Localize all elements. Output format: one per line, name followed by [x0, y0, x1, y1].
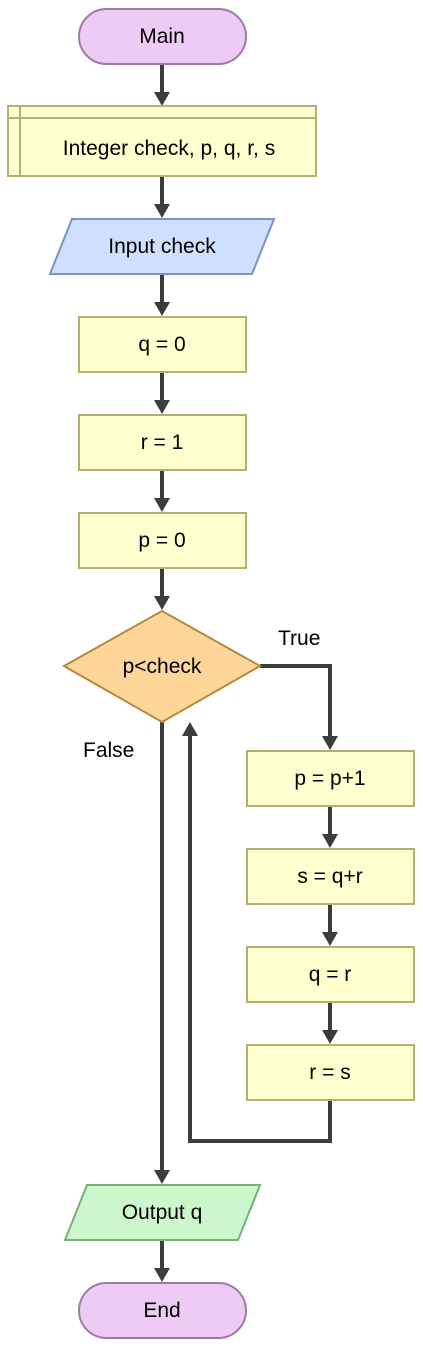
node-decision-label: p<check — [123, 655, 202, 678]
arrowhead — [154, 92, 170, 106]
node-q0: q = 0 — [78, 316, 247, 373]
arrowhead — [322, 932, 338, 946]
edge-label-true: True — [278, 627, 320, 650]
arrowhead — [154, 498, 170, 512]
node-r1: r = 1 — [78, 414, 247, 471]
node-r1-label: r = 1 — [141, 431, 184, 454]
arrowhead — [154, 400, 170, 414]
arrowhead — [154, 204, 170, 218]
node-sum-label: s = q+r — [297, 865, 362, 888]
node-q0-label: q = 0 — [138, 333, 185, 356]
node-end-label: End — [143, 1299, 180, 1322]
edge-loop-back — [188, 732, 332, 1143]
node-output-label: Output q — [122, 1201, 203, 1224]
node-input: Input check — [48, 218, 276, 275]
arrowhead — [154, 1268, 170, 1282]
node-sum: s = q+r — [246, 848, 415, 905]
node-p0-label: p = 0 — [138, 529, 185, 552]
node-input-label: Input check — [108, 235, 216, 258]
node-inc-label: p = p+1 — [294, 767, 365, 790]
node-rs-label: r = s — [309, 1061, 350, 1084]
node-qr-label: q = r — [309, 963, 352, 986]
arrowhead — [154, 1170, 170, 1184]
node-inc: p = p+1 — [246, 750, 415, 807]
edge-true-branch — [260, 664, 332, 740]
node-main-label: Main — [139, 25, 185, 48]
edges — [154, 64, 338, 1282]
node-output: Output q — [63, 1184, 262, 1241]
arrowhead — [322, 736, 338, 750]
node-rs: r = s — [246, 1044, 415, 1101]
node-p0: p = 0 — [78, 512, 247, 569]
arrowhead — [154, 302, 170, 316]
arrowhead — [182, 722, 198, 736]
arrowhead — [322, 1030, 338, 1044]
arrowhead — [322, 834, 338, 848]
node-declare-label: Integer check, p, q, r, s — [63, 137, 275, 160]
node-decision: p<check — [61, 609, 263, 724]
node-declare: Integer check, p, q, r, s — [7, 105, 317, 177]
node-main: Main — [78, 8, 247, 65]
edge-label-false: False — [83, 739, 134, 762]
node-qr: q = r — [246, 946, 415, 1003]
arrowhead — [154, 596, 170, 610]
node-end: End — [78, 1282, 247, 1339]
